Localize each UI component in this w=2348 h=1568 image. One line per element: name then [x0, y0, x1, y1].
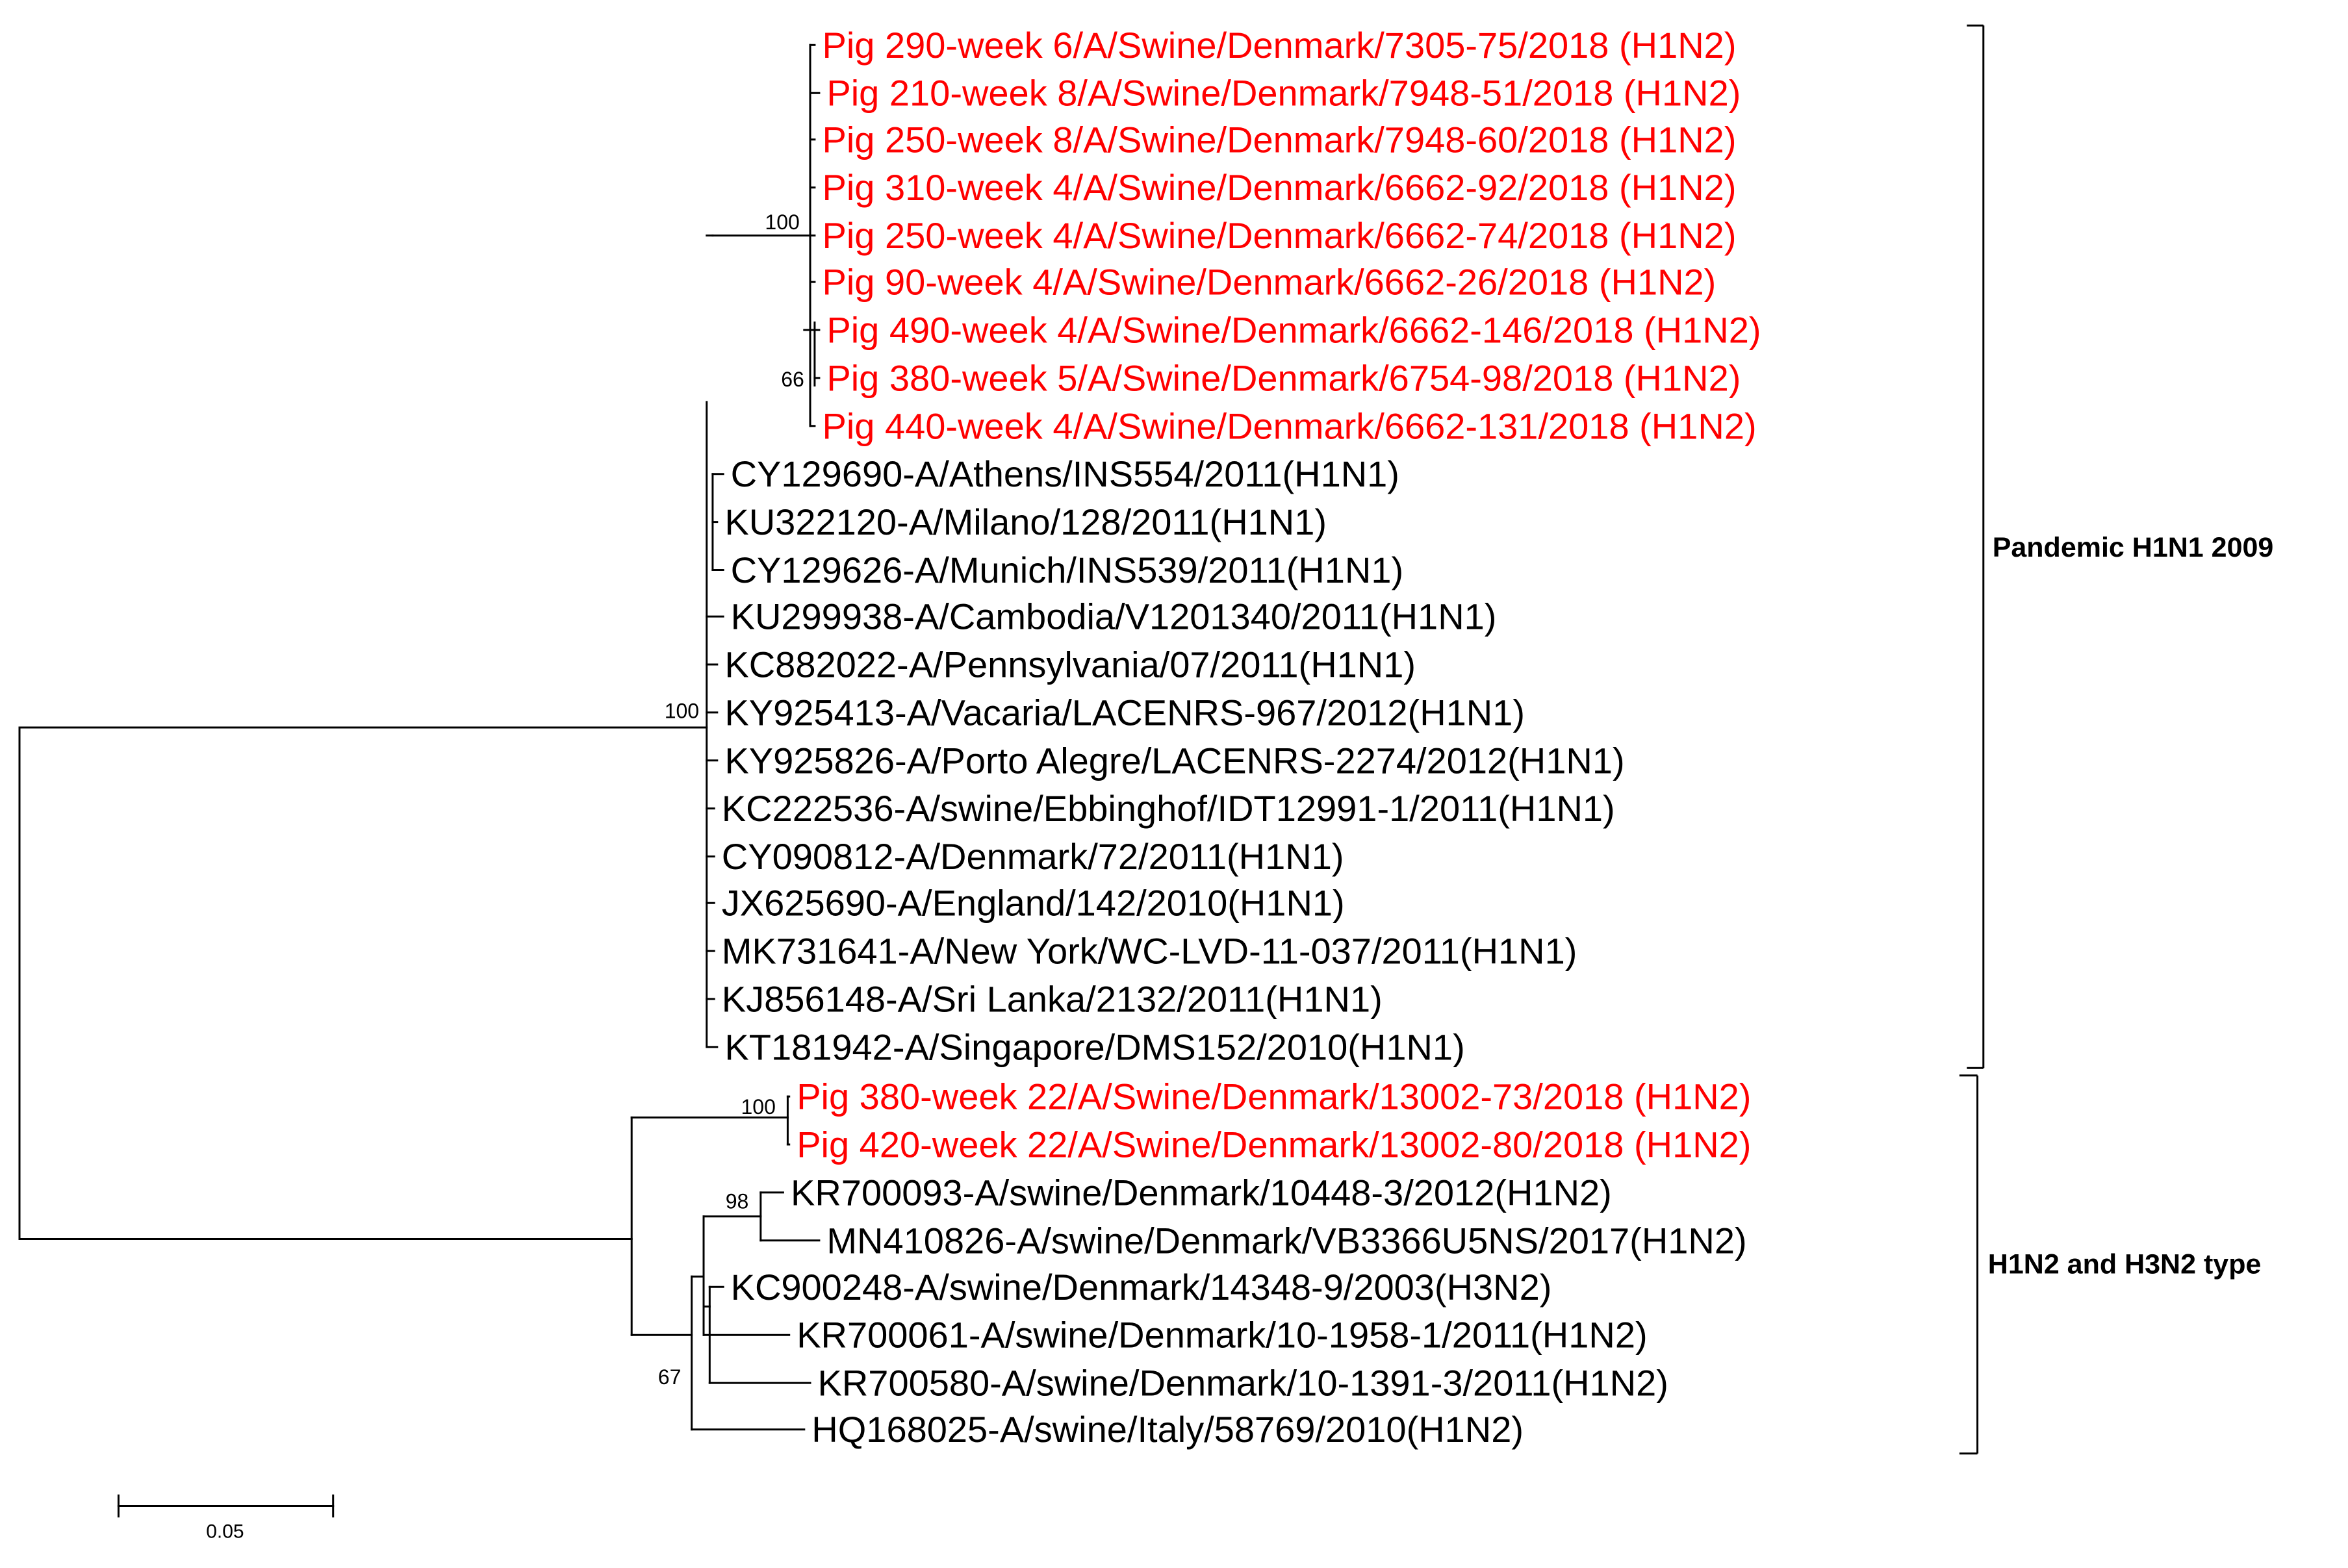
bootstrap-value: 66: [781, 368, 804, 391]
bootstrap-value: 100: [765, 210, 799, 234]
tip-label: KJ856148-A/Sri Lanka/2132/2011(H1N1): [722, 979, 1383, 1020]
support-values: 100 66 100 100 98 67: [658, 210, 804, 1389]
clade-label-pandemic: Pandemic H1N1 2009: [1993, 532, 2274, 563]
tip-label: MK731641-A/New York/WC-LVD-11-037/2011(H…: [722, 931, 1577, 972]
clade-label-swine: H1N2 and H3N2 type: [1988, 1249, 2262, 1280]
tip-label: HQ168025-A/swine/Italy/58769/2010(H1N2): [811, 1409, 1524, 1450]
bootstrap-value: 98: [726, 1190, 749, 1213]
tip-label: KY925826-A/Porto Alegre/LACENRS-2274/201…: [724, 740, 1624, 781]
tip-label: KR700580-A/swine/Denmark/10-1391-3/2011(…: [818, 1363, 1668, 1404]
tip-label: Pig 250-week 8/A/Swine/Denmark/7948-60/2…: [823, 119, 1737, 160]
bootstrap-value: 100: [741, 1095, 776, 1119]
tip-label: Pig 380-week 22/A/Swine/Denmark/13002-73…: [797, 1076, 1751, 1117]
bootstrap-value: 100: [665, 700, 699, 723]
scale-bar-label: 0.05: [206, 1521, 244, 1542]
tip-labels: Pig 290-week 6/A/Swine/Denmark/7305-75/2…: [722, 25, 1761, 1450]
tip-label: CY129690-A/Athens/INS554/2011(H1N1): [731, 453, 1399, 494]
tip-label: Pig 420-week 22/A/Swine/Denmark/13002-80…: [797, 1124, 1751, 1165]
tip-label: KR700061-A/swine/Denmark/10-1958-1/2011(…: [797, 1315, 1647, 1356]
tip-label: CY129626-A/Munich/INS539/2011(H1N1): [731, 550, 1404, 590]
tip-label: Pig 290-week 6/A/Swine/Denmark/7305-75/2…: [823, 25, 1737, 66]
tip-label: JX625690-A/England/142/2010(H1N1): [722, 883, 1345, 924]
tip-label: Pig 440-week 4/A/Swine/Denmark/6662-131/…: [823, 405, 1757, 446]
tip-label: KY925413-A/Vacaria/LACENRS-967/2012(H1N1…: [724, 692, 1525, 733]
tip-label: Pig 250-week 4/A/Swine/Denmark/6662-74/2…: [823, 215, 1737, 256]
tip-label: KT181942-A/Singapore/DMS152/2010(H1N1): [724, 1026, 1464, 1067]
tip-label: Pig 380-week 5/A/Swine/Denmark/6754-98/2…: [826, 357, 1741, 398]
tip-label: KU299938-A/Cambodia/V1201340/2011(H1N1): [731, 596, 1497, 637]
tip-label: CY090812-A/Denmark/72/2011(H1N1): [722, 836, 1344, 877]
tip-label: KC222536-A/swine/Ebbinghof/IDT12991-1/20…: [722, 788, 1615, 829]
tip-label: Pig 210-week 8/A/Swine/Denmark/7948-51/2…: [826, 73, 1741, 114]
tip-label: Pig 490-week 4/A/Swine/Denmark/6662-146/…: [826, 310, 1761, 351]
tree-branches: [18, 44, 821, 1431]
tip-label: KC882022-A/Pennsylvania/07/2011(H1N1): [724, 644, 1416, 685]
bootstrap-value: 67: [658, 1365, 682, 1389]
tip-label: KC900248-A/swine/Denmark/14348-9/2003(H3…: [731, 1267, 1552, 1308]
scale-bar: 0.05: [117, 1494, 335, 1542]
tip-label: KU322120-A/Milano/128/2011(H1N1): [724, 501, 1327, 542]
tip-label: Pig 310-week 4/A/Swine/Denmark/6662-92/2…: [823, 167, 1737, 208]
tip-label: Pig 90-week 4/A/Swine/Denmark/6662-26/20…: [823, 262, 1716, 303]
tip-label: KR700093-A/swine/Denmark/10448-3/2012(H1…: [791, 1172, 1612, 1213]
tip-label: MN410826-A/swine/Denmark/VB3366U5NS/2017…: [826, 1220, 1746, 1261]
